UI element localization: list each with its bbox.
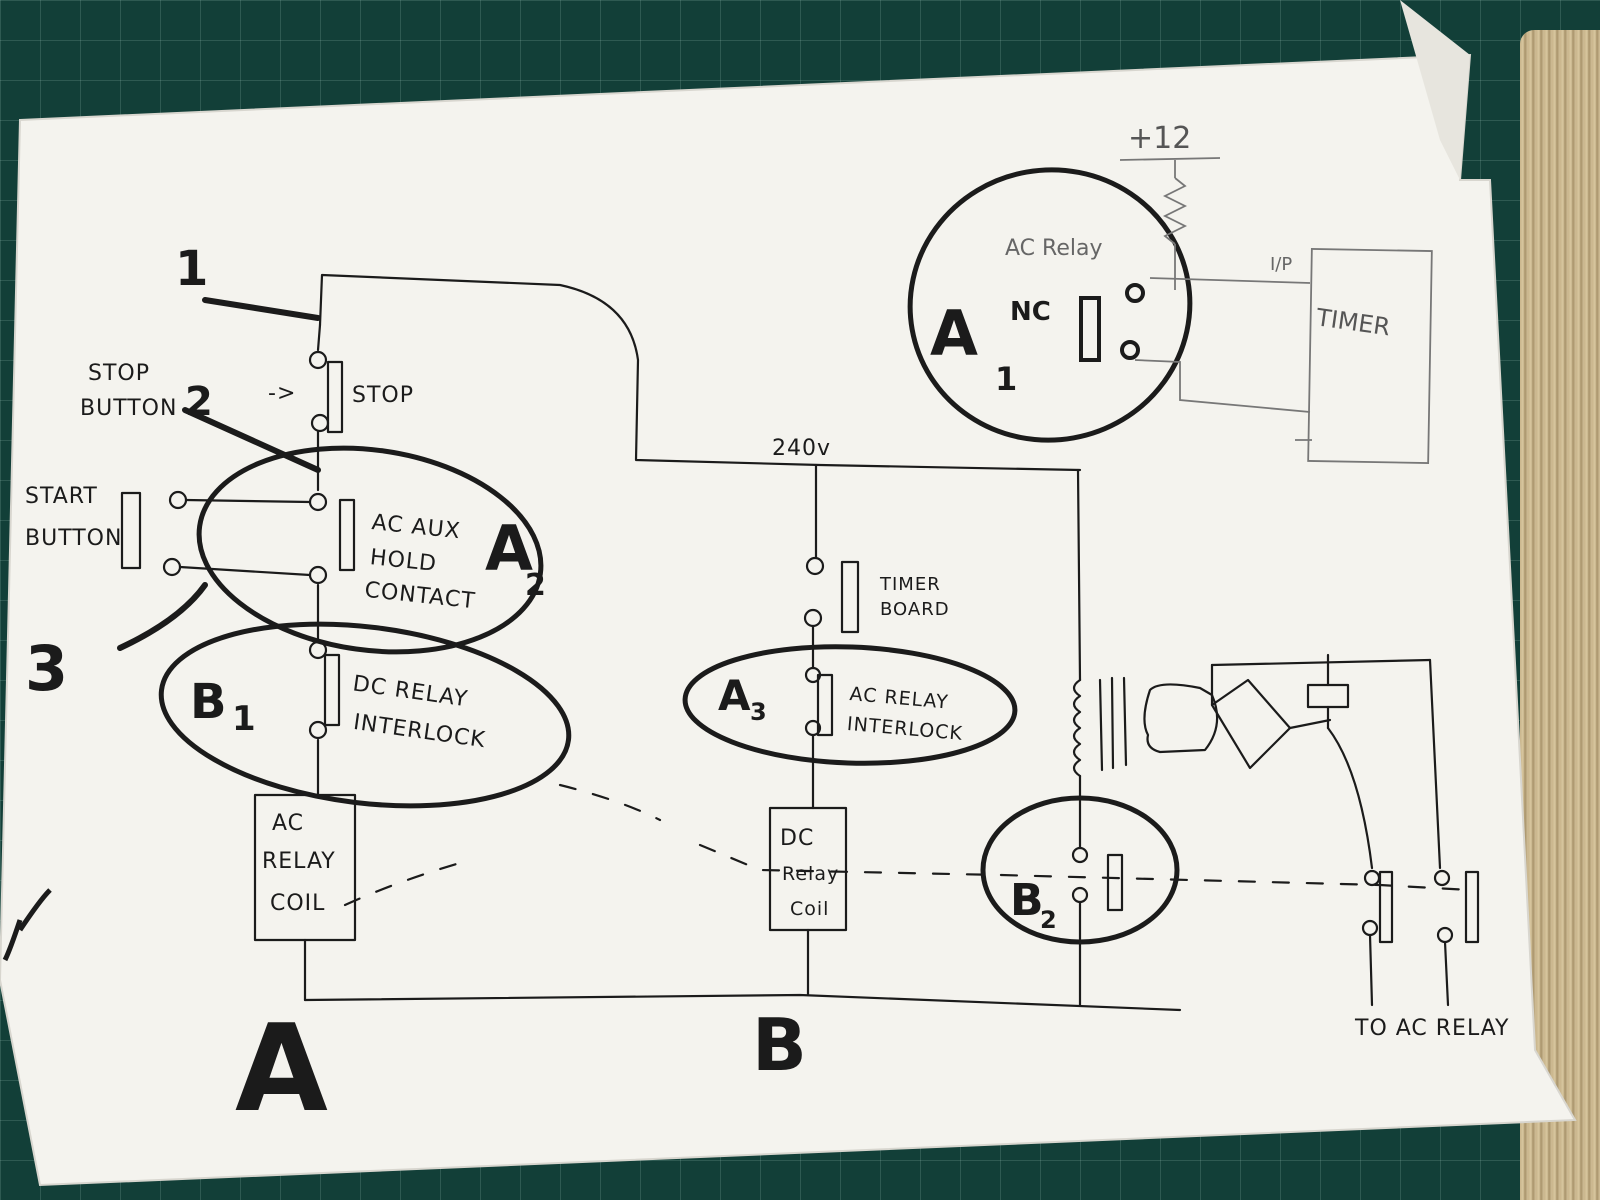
core-line-1: [1098, 678, 1104, 772]
svg-text:DC: DC: [780, 826, 814, 851]
svg-text:BUTTON: BUTTON: [80, 396, 177, 421]
label-stop-button: STOP BUTTON: [80, 361, 177, 421]
label-stop: STOP: [352, 383, 414, 408]
label-plus12: +12: [1128, 121, 1191, 156]
a1-terminal-top: [1125, 283, 1145, 303]
dc-interlock-contact: [323, 653, 341, 727]
label-dc-relay-coil: DC Relay Coil: [780, 826, 839, 920]
rail-b-label: B: [752, 1003, 807, 1087]
ac-interlock-contact: [816, 673, 834, 737]
timer-wire-bottom: [1134, 359, 1311, 413]
marker-b2-sub: 2: [1040, 906, 1057, 934]
marker-1: 1: [175, 241, 208, 297]
wire-bottom-rail: [303, 993, 1182, 1012]
plus12-bar: [1119, 157, 1221, 161]
svg-text:BUTTON: BUTTON: [25, 526, 122, 551]
marker-2: 2: [185, 379, 213, 425]
wire-right-2: [1428, 658, 1442, 870]
marker-b2: B: [1010, 875, 1044, 926]
stop-terminal-top: [308, 350, 328, 370]
svg-text:BOARD: BOARD: [880, 599, 950, 620]
wire-a-vertical-1: [316, 323, 322, 352]
label-io: I/P: [1270, 254, 1292, 275]
out-wire-1: [1368, 933, 1374, 1007]
a1-terminal-bottom: [1120, 340, 1140, 360]
dc-interlock-terminal-bottom: [308, 720, 328, 740]
svg-text:COIL: COIL: [270, 891, 325, 916]
marker-1-leader: [202, 297, 321, 321]
label-240v: 240v: [772, 436, 831, 461]
label-nc: NC: [1010, 297, 1051, 327]
marker-a2: A: [485, 512, 533, 585]
ac-aux-contact: [338, 498, 356, 572]
paper-fold: [1400, 0, 1470, 180]
timer-wire-top: [1149, 277, 1311, 284]
out-contact-1: [1378, 870, 1394, 944]
timer-box: [1307, 248, 1433, 464]
arrow-stop: ->: [268, 381, 296, 406]
svg-text:Coil: Coil: [790, 898, 829, 920]
label-timer-board: TIMER BOARD: [879, 574, 950, 620]
bridge-wire-top: [1210, 658, 1432, 667]
out-contact-2: [1464, 870, 1480, 944]
rail-a-label: A: [235, 1000, 328, 1139]
circle-a1: [907, 167, 1193, 443]
svg-text:STOP: STOP: [88, 361, 150, 386]
wire-start-top: [184, 498, 312, 504]
svg-text:RELAY: RELAY: [262, 849, 336, 874]
marker-a1: A: [930, 297, 978, 370]
a1-relay-contact: [1079, 296, 1101, 362]
circle-b2: [980, 795, 1180, 945]
relay-coil-inductor: [1072, 678, 1082, 778]
marker-a3: A: [718, 671, 751, 720]
wire-start-bottom: [178, 565, 312, 577]
svg-text:AC: AC: [272, 811, 304, 836]
out-terminal-2-top: [1433, 869, 1451, 887]
out-wire-2: [1443, 940, 1450, 1007]
marker-b1: B: [190, 674, 227, 730]
marker-2-leader: [182, 407, 321, 473]
wire-top-to-panel: [318, 273, 1082, 472]
fist-sketch: [1143, 683, 1219, 754]
timer-board-terminal-top: [805, 556, 825, 576]
wire-right-1: [1326, 726, 1374, 870]
marker-3: 3: [25, 632, 68, 705]
stop-button-contact: [326, 360, 344, 434]
label-ac-relay-coil: AC RELAY COIL: [262, 811, 336, 916]
svg-text:Relay: Relay: [782, 863, 839, 885]
marker-a2-sub: 2: [525, 568, 546, 603]
marker-a1-sub: 1: [995, 360, 1017, 398]
b2-terminal-top: [1071, 846, 1089, 864]
wire-c-vertical-1: [1076, 468, 1082, 682]
timer-board-contact: [840, 560, 860, 634]
label-ac-relay-top: AC Relay: [1005, 236, 1102, 261]
wire-to-capacitor: [1288, 718, 1332, 730]
marker-b1-sub: 1: [232, 699, 256, 739]
dashed-linkage: [343, 783, 1472, 907]
margin-squiggle: [2, 888, 52, 962]
core-line-3: [1122, 676, 1128, 767]
stop-terminal-bottom: [310, 413, 330, 433]
svg-text:START: START: [25, 484, 98, 509]
start-button-contact: [120, 491, 142, 570]
b2-contact: [1106, 853, 1124, 912]
core-line-2: [1110, 676, 1115, 770]
circle-a2: [196, 445, 544, 655]
svg-text:TIMER: TIMER: [879, 574, 941, 595]
marker-3-leader: [117, 582, 208, 651]
circle-a3: [682, 644, 1018, 766]
resistor-zigzag: [1162, 177, 1188, 245]
label-start-button: START BUTTON: [25, 484, 122, 551]
marker-a3-sub: 3: [750, 698, 767, 726]
circle-b1: [158, 621, 572, 809]
label-to-ac-relay: TO AC RELAY: [1354, 1016, 1510, 1041]
